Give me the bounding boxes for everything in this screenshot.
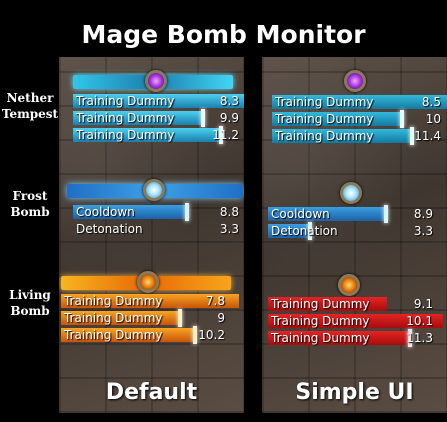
bar-target-name: Training Dummy xyxy=(271,297,370,311)
bar-spark xyxy=(410,127,415,145)
bar-fill xyxy=(73,94,244,108)
bar-fill xyxy=(272,129,411,143)
bar-timer-value: 10.2 xyxy=(198,328,225,342)
bar-fill xyxy=(61,328,193,342)
bar-target-name: Training Dummy xyxy=(64,328,163,342)
bar-target-name: Training Dummy xyxy=(275,129,374,143)
bar-target-name: Training Dummy xyxy=(76,94,175,108)
bar-timer-value: 9.1 xyxy=(413,297,433,311)
bar-target-name: Training Dummy xyxy=(271,314,370,328)
nether-tempest-bar: Training Dummy 10 xyxy=(272,110,447,128)
nether-tempest-icon xyxy=(344,70,366,92)
bar-label: Detonation xyxy=(271,224,338,238)
living-bomb-bar: Training Dummy 11.3 xyxy=(268,329,443,347)
living-bomb-icon xyxy=(338,274,360,296)
bar-spark xyxy=(383,205,388,223)
nether-tempest-icon xyxy=(145,70,167,92)
bar-timer-value: 10.1 xyxy=(406,314,433,328)
bar-label: Detonation xyxy=(76,222,143,236)
bar-fill xyxy=(268,331,408,345)
frost-bomb-detonation-bar: Detonation 3.3 xyxy=(268,222,443,240)
bar-target-name: Training Dummy xyxy=(275,112,374,126)
bar-target-name: Training Dummy xyxy=(76,128,175,142)
page-title: Mage Bomb Monitor xyxy=(81,20,366,49)
living-bomb-bar: Training Dummy 9.1 xyxy=(268,297,443,311)
bar-label: Cooldown xyxy=(76,205,135,219)
living-bomb-icon xyxy=(137,271,159,293)
bar-spark xyxy=(408,329,412,347)
bar-timer-value: 11.3 xyxy=(406,331,433,345)
bar-timer-value: 3.3 xyxy=(219,222,239,236)
bar-fill xyxy=(268,207,384,221)
bar-target-name: Training Dummy xyxy=(64,294,163,308)
bar-timer-value: 11.2 xyxy=(212,128,239,142)
bar-spark xyxy=(200,109,205,127)
living-bomb-bar: Training Dummy 10.1 xyxy=(268,314,443,328)
bar-fill xyxy=(268,224,309,238)
nether-tempest-bar: Training Dummy 8.3 xyxy=(73,94,244,108)
frost-bomb-cooldown-bar: Cooldown 8.9 xyxy=(268,205,443,223)
bar-timer-value: 8.3 xyxy=(219,94,239,108)
bar-label: Cooldown xyxy=(271,207,330,221)
bar-target-name: Training Dummy xyxy=(275,95,374,109)
bar-target-name: Training Dummy xyxy=(76,111,175,125)
nether-tempest-bar: Training Dummy 11.2 xyxy=(73,126,244,144)
nether-tempest-bar: Training Dummy 8.5 xyxy=(272,95,447,109)
frost-bomb-icon xyxy=(143,179,165,201)
bar-timer-value: 3.3 xyxy=(413,224,433,238)
bar-spark xyxy=(218,126,223,144)
panel-label-default: Default xyxy=(105,380,198,405)
bar-timer-value: 11.4 xyxy=(414,129,441,143)
frost-bomb-detonation-bar: Detonation 3.3 xyxy=(73,222,244,236)
living-bomb-bar: Training Dummy 10.2 xyxy=(61,326,239,344)
bar-fill xyxy=(73,111,203,125)
bar-fill xyxy=(61,294,239,308)
bar-target-name: Training Dummy xyxy=(64,311,163,325)
nether-tempest-bar: Training Dummy 11.4 xyxy=(272,127,447,145)
bar-fill xyxy=(268,297,387,311)
bar-target-name: Training Dummy xyxy=(271,331,370,345)
bar-spark xyxy=(178,309,183,327)
bar-fill xyxy=(61,311,179,325)
bar-fill xyxy=(73,128,221,142)
frost-bomb-icon xyxy=(340,182,362,204)
bar-spark xyxy=(308,222,313,240)
bar-timer-value: 8.5 xyxy=(421,95,441,109)
bar-timer-value: 9.9 xyxy=(219,111,239,125)
bar-timer-value: 8.8 xyxy=(219,205,239,219)
bar-timer-value: 8.9 xyxy=(413,207,433,221)
bar-spark xyxy=(399,110,404,128)
living-bomb-bar: Training Dummy 9 xyxy=(61,309,239,327)
panel-label-simple-ui: Simple UI xyxy=(295,380,414,405)
nether-tempest-bar: Training Dummy 9.9 xyxy=(73,109,244,127)
living-bomb-bar: Training Dummy 7.8 xyxy=(61,294,239,308)
bar-fill xyxy=(73,205,185,219)
bar-spark xyxy=(192,326,197,344)
bar-fill xyxy=(268,314,443,328)
bar-spark xyxy=(184,203,189,221)
bar-fill xyxy=(272,95,447,109)
bar-timer-value: 9 xyxy=(217,311,225,325)
bar-timer-value: 10 xyxy=(425,112,441,126)
default-panel: Training Dummy 8.3 Training Dummy 9.9 Tr… xyxy=(59,57,244,413)
bar-fill xyxy=(272,112,402,126)
simple-ui-panel: Training Dummy 8.5 Training Dummy 10 Tra… xyxy=(262,57,447,413)
frost-bomb-cooldown-bar: Cooldown 8.8 xyxy=(73,203,244,221)
bar-timer-value: 7.8 xyxy=(205,294,225,308)
